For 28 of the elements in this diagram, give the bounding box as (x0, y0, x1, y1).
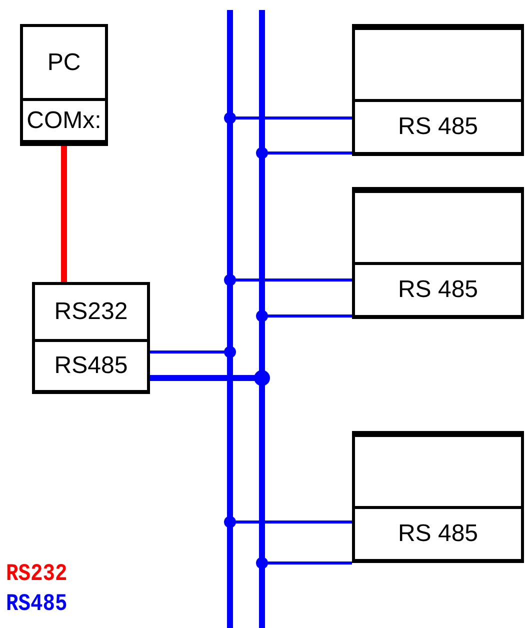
node-label: COMx: (26, 106, 102, 134)
port-box (352, 262, 524, 319)
wire (150, 346, 236, 358)
device-box (352, 24, 524, 102)
node-label: RS 485 (398, 113, 478, 141)
legend-entry: RS485 (6, 592, 68, 618)
wire (256, 147, 352, 159)
port-box (32, 339, 150, 394)
node-label: RS485 (54, 352, 128, 380)
wire (224, 516, 352, 528)
port-box (352, 506, 524, 563)
node-label: RS232 (54, 298, 128, 326)
port-box (352, 99, 524, 156)
device-box (352, 187, 524, 265)
wire (224, 112, 352, 124)
wire (224, 274, 352, 286)
node-label: RS 485 (398, 520, 478, 548)
node-label: RS 485 (398, 276, 478, 304)
wire (150, 370, 270, 386)
wire (256, 310, 352, 322)
port-box (20, 98, 108, 146)
legend-entry: RS232 (6, 562, 68, 588)
device-box (32, 282, 150, 342)
wire (61, 146, 67, 282)
device-box (20, 24, 108, 101)
node-label: PC (47, 48, 81, 76)
device-box (352, 431, 524, 509)
wire (256, 557, 352, 569)
